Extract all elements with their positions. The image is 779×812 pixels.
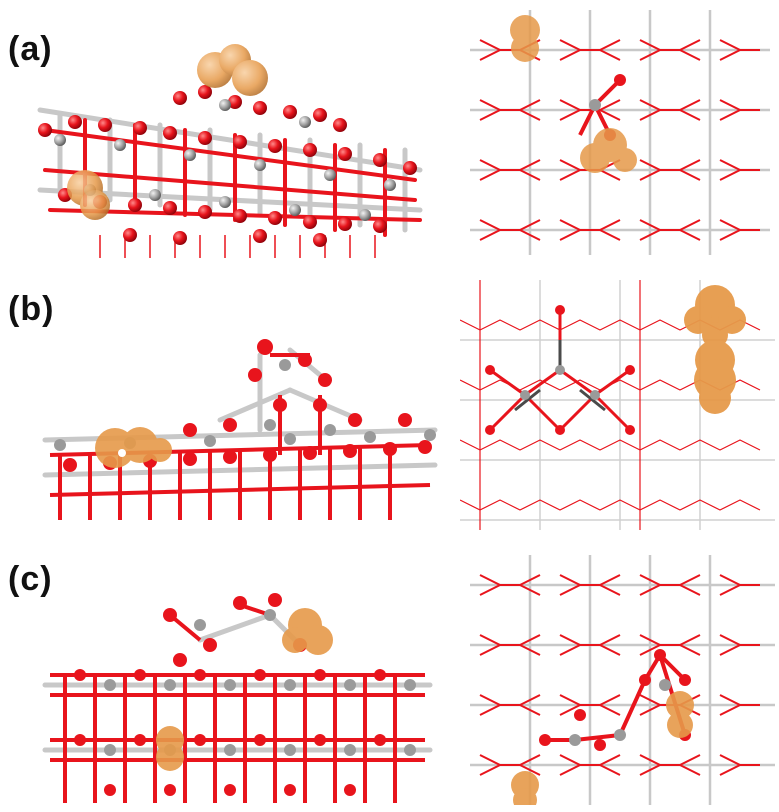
panel-b-side-view bbox=[42, 339, 438, 520]
bottom-fragments bbox=[99, 235, 376, 258]
oxygen-atoms bbox=[74, 593, 386, 796]
vertical-bonds bbox=[63, 675, 397, 803]
panel-label-a: (a) bbox=[8, 30, 53, 68]
grid-gray bbox=[470, 555, 775, 805]
oxygen-atoms bbox=[485, 305, 635, 435]
panel-c-top-view bbox=[470, 555, 775, 805]
silicon-atoms bbox=[520, 365, 600, 400]
silicon-atoms bbox=[569, 679, 671, 746]
panel-c-side-view bbox=[42, 593, 433, 803]
panel-a-top-view bbox=[470, 10, 770, 255]
charge-isosurface bbox=[156, 608, 333, 771]
charge-isosurface bbox=[95, 427, 172, 468]
slab-bonds bbox=[42, 612, 433, 753]
adsorbate-oxygen bbox=[614, 74, 626, 86]
charge-isosurface bbox=[684, 285, 746, 414]
adsorbate-silicon bbox=[589, 99, 601, 111]
grid-red-crosses bbox=[479, 39, 760, 241]
charge-isosurface bbox=[67, 44, 268, 220]
slab-bonds-red bbox=[50, 603, 425, 762]
panel-label-b: (b) bbox=[8, 290, 55, 328]
highlight-point bbox=[118, 449, 126, 457]
charge-isosurface bbox=[511, 691, 694, 805]
panel-a-side-view bbox=[37, 44, 423, 258]
charge-isosurface bbox=[510, 15, 637, 173]
silicon-atoms bbox=[104, 609, 416, 756]
oxygen-atoms bbox=[539, 649, 691, 751]
slab-bonds-red bbox=[43, 118, 422, 237]
panel-b-top-view bbox=[460, 280, 775, 530]
oxygen-atoms bbox=[63, 339, 432, 472]
panel-label-c: (c) bbox=[8, 560, 53, 598]
grid-red-crosses bbox=[479, 574, 760, 776]
